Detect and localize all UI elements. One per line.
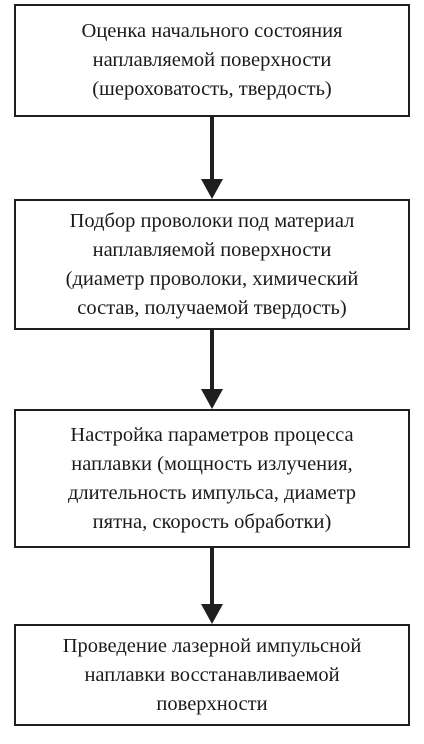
step-4-line-3: поверхности bbox=[156, 692, 268, 715]
arrow-step-3-to-4 bbox=[201, 548, 223, 624]
step-4-box: Проведение лазерной импульсной наплавки … bbox=[14, 624, 410, 726]
arrow-step-2-to-3 bbox=[201, 330, 223, 409]
step-2-box: Подбор проволоки под материал наплавляем… bbox=[14, 199, 410, 330]
arrow-step-1-to-2 bbox=[201, 117, 223, 199]
step-1-line-3: (шероховатость, твердость) bbox=[92, 78, 332, 100]
step-4-line-1: Проведение лазерной импульсной bbox=[62, 634, 362, 657]
step-1-line-2: наплавляемой поверхности bbox=[92, 49, 332, 71]
step-3-box: Настройка параметров процесса наплавки (… bbox=[14, 409, 410, 548]
step-3-line-3: длительность импульса, диаметр bbox=[67, 481, 357, 504]
step-1-box: Оценка начального состояния наплавляемой… bbox=[14, 4, 410, 117]
step-1-line-1: Оценка начального состояния bbox=[81, 20, 343, 42]
step-3-line-4: пятна, скорость обработки) bbox=[92, 510, 332, 533]
step-3-line-1: Настройка параметров процесса bbox=[70, 423, 354, 446]
step-2-line-3: (диаметр проволоки, химический bbox=[65, 267, 359, 290]
step-3-line-2: наплавки (мощность излучения, bbox=[71, 452, 353, 475]
step-2-line-1: Подбор проволоки под материал bbox=[69, 209, 355, 232]
step-2-line-2: наплавляемой поверхности bbox=[92, 238, 332, 261]
step-4-line-2: наплавки восстанавливаемой bbox=[84, 663, 340, 686]
step-2-line-4: состав, получаемой твердость) bbox=[77, 296, 347, 319]
